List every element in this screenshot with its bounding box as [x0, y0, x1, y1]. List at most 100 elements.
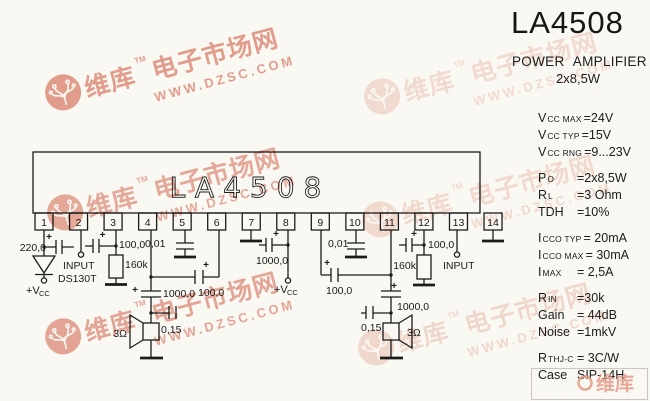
pin9-cap: + 100,0 [320, 230, 391, 297]
pin10-cap: 0,01 [328, 230, 367, 259]
cap-1000-left-label: 1000,0 [163, 288, 195, 300]
vcc-terminal-left [40, 277, 48, 284]
svg-text:5: 5 [179, 217, 185, 229]
vcc-label-mid: +V [274, 284, 288, 296]
svg-text:1: 1 [41, 217, 47, 229]
spec-tdh: TDH=10% [538, 205, 610, 219]
page-subtitle: POWER AMPLIFIER [512, 54, 647, 69]
pin2-input: INPUT [63, 230, 95, 272]
cap-220-label: 220,0 [20, 242, 46, 254]
speaker-right-icon [382, 322, 400, 341]
input-label-left: INPUT [63, 260, 95, 272]
cap-100-mid-left-label: 100,0 [198, 287, 224, 299]
svg-text:4: 4 [145, 217, 151, 229]
ic-pin-10: 10 [345, 212, 365, 231]
vcc-terminal-mid [284, 277, 292, 284]
corner-frame [531, 368, 648, 400]
res-160k-right-label: 160k [393, 260, 417, 272]
diode-label: DS130T [58, 273, 97, 285]
svg-text:12: 12 [418, 217, 430, 229]
svg-text:7: 7 [248, 217, 254, 229]
input-label-right: INPUT [443, 260, 475, 272]
plus-sign: + [203, 260, 209, 271]
ic-part-label: LA4508 [170, 171, 331, 204]
vcc-sub-mid: CC [287, 288, 298, 297]
pin7-ground [240, 230, 262, 243]
plus-sign: + [132, 285, 138, 296]
cap-001-left-label: 0,01 [145, 238, 166, 250]
ic-pin-9: 9 [310, 212, 330, 231]
pin12-branch: + 100,0 160k [393, 229, 454, 287]
diode-ds130t [31, 255, 57, 278]
input-terminal-left [77, 251, 85, 258]
ic-pin-4: 4 [137, 212, 158, 231]
cap-1000-pin8-label: 1000,0 [256, 255, 288, 267]
plus-sign: + [273, 229, 279, 240]
resistor-160k-right [416, 254, 432, 280]
spec-gain: Gain= 44dB [538, 308, 617, 322]
svg-text:14: 14 [487, 217, 499, 229]
ic-pin-7: 7 [241, 212, 261, 231]
svg-text:8: 8 [283, 217, 289, 229]
cap-015-right-label: 0,15 [361, 322, 382, 334]
resistor-160k-left [108, 254, 124, 279]
ic-pin-13: 13 [448, 212, 469, 231]
left-output-channel: + 100,0 + 1000,0 0,15 3Ω [113, 230, 224, 360]
ic-pin-8: 8 [276, 212, 296, 231]
speaker-right-cone [398, 313, 413, 350]
spec-noise: Noise=1mkV [538, 325, 617, 339]
svg-text:13: 13 [453, 217, 465, 229]
vcc-label-left: +V [26, 285, 40, 297]
ic-body: LA4508 [32, 151, 481, 214]
svg-text:11: 11 [384, 217, 395, 229]
input-terminal-right [453, 251, 461, 258]
svg-text:3: 3 [110, 217, 116, 229]
ic-pin-14: 14 [483, 212, 503, 231]
pin1-branch: 220,0 + DS130T +V CC [20, 230, 97, 298]
ic-pin-2: 2 [68, 212, 89, 231]
ic-pin-12: 12 [414, 212, 434, 231]
res-160k-left-label: 160k [125, 259, 149, 271]
ic-pin-3: 3 [103, 212, 123, 231]
speaker-left-label: 3Ω [113, 328, 127, 340]
power-rating: 2x8,5W [556, 71, 601, 86]
pin3-branch: + 100,0 160k [85, 230, 149, 286]
right-output-channel: + 1000,0 0,15 3Ω [361, 230, 429, 360]
pin14-ground [482, 230, 504, 243]
plus-sign: + [391, 281, 397, 292]
plus-sign: + [100, 230, 106, 241]
page-title: LA4508 [511, 5, 624, 40]
plus-sign: + [324, 258, 330, 269]
ic-pin-6: 6 [207, 212, 227, 231]
ic-pin-1: 1 [34, 212, 54, 231]
cap-001-right-label: 0,01 [328, 238, 349, 250]
ic-pin-5: 5 [172, 212, 192, 231]
speaker-left-cone [129, 313, 144, 350]
speaker-left-icon [142, 322, 160, 341]
svg-text:2: 2 [76, 217, 82, 229]
svg-text:6: 6 [214, 217, 220, 229]
ic-pin-11: 11 [379, 212, 400, 231]
svg-text:9: 9 [317, 217, 323, 229]
speaker-right-label: 3Ω [407, 327, 421, 339]
cap-100-pin9-label: 100,0 [326, 285, 352, 297]
pin8-branch: + 1000,0 +V CC [256, 229, 298, 297]
pin5-cap: 0,01 [145, 230, 196, 259]
cap-1000-right-label: 1000,0 [397, 301, 429, 313]
pin13-input: INPUT [443, 230, 475, 272]
